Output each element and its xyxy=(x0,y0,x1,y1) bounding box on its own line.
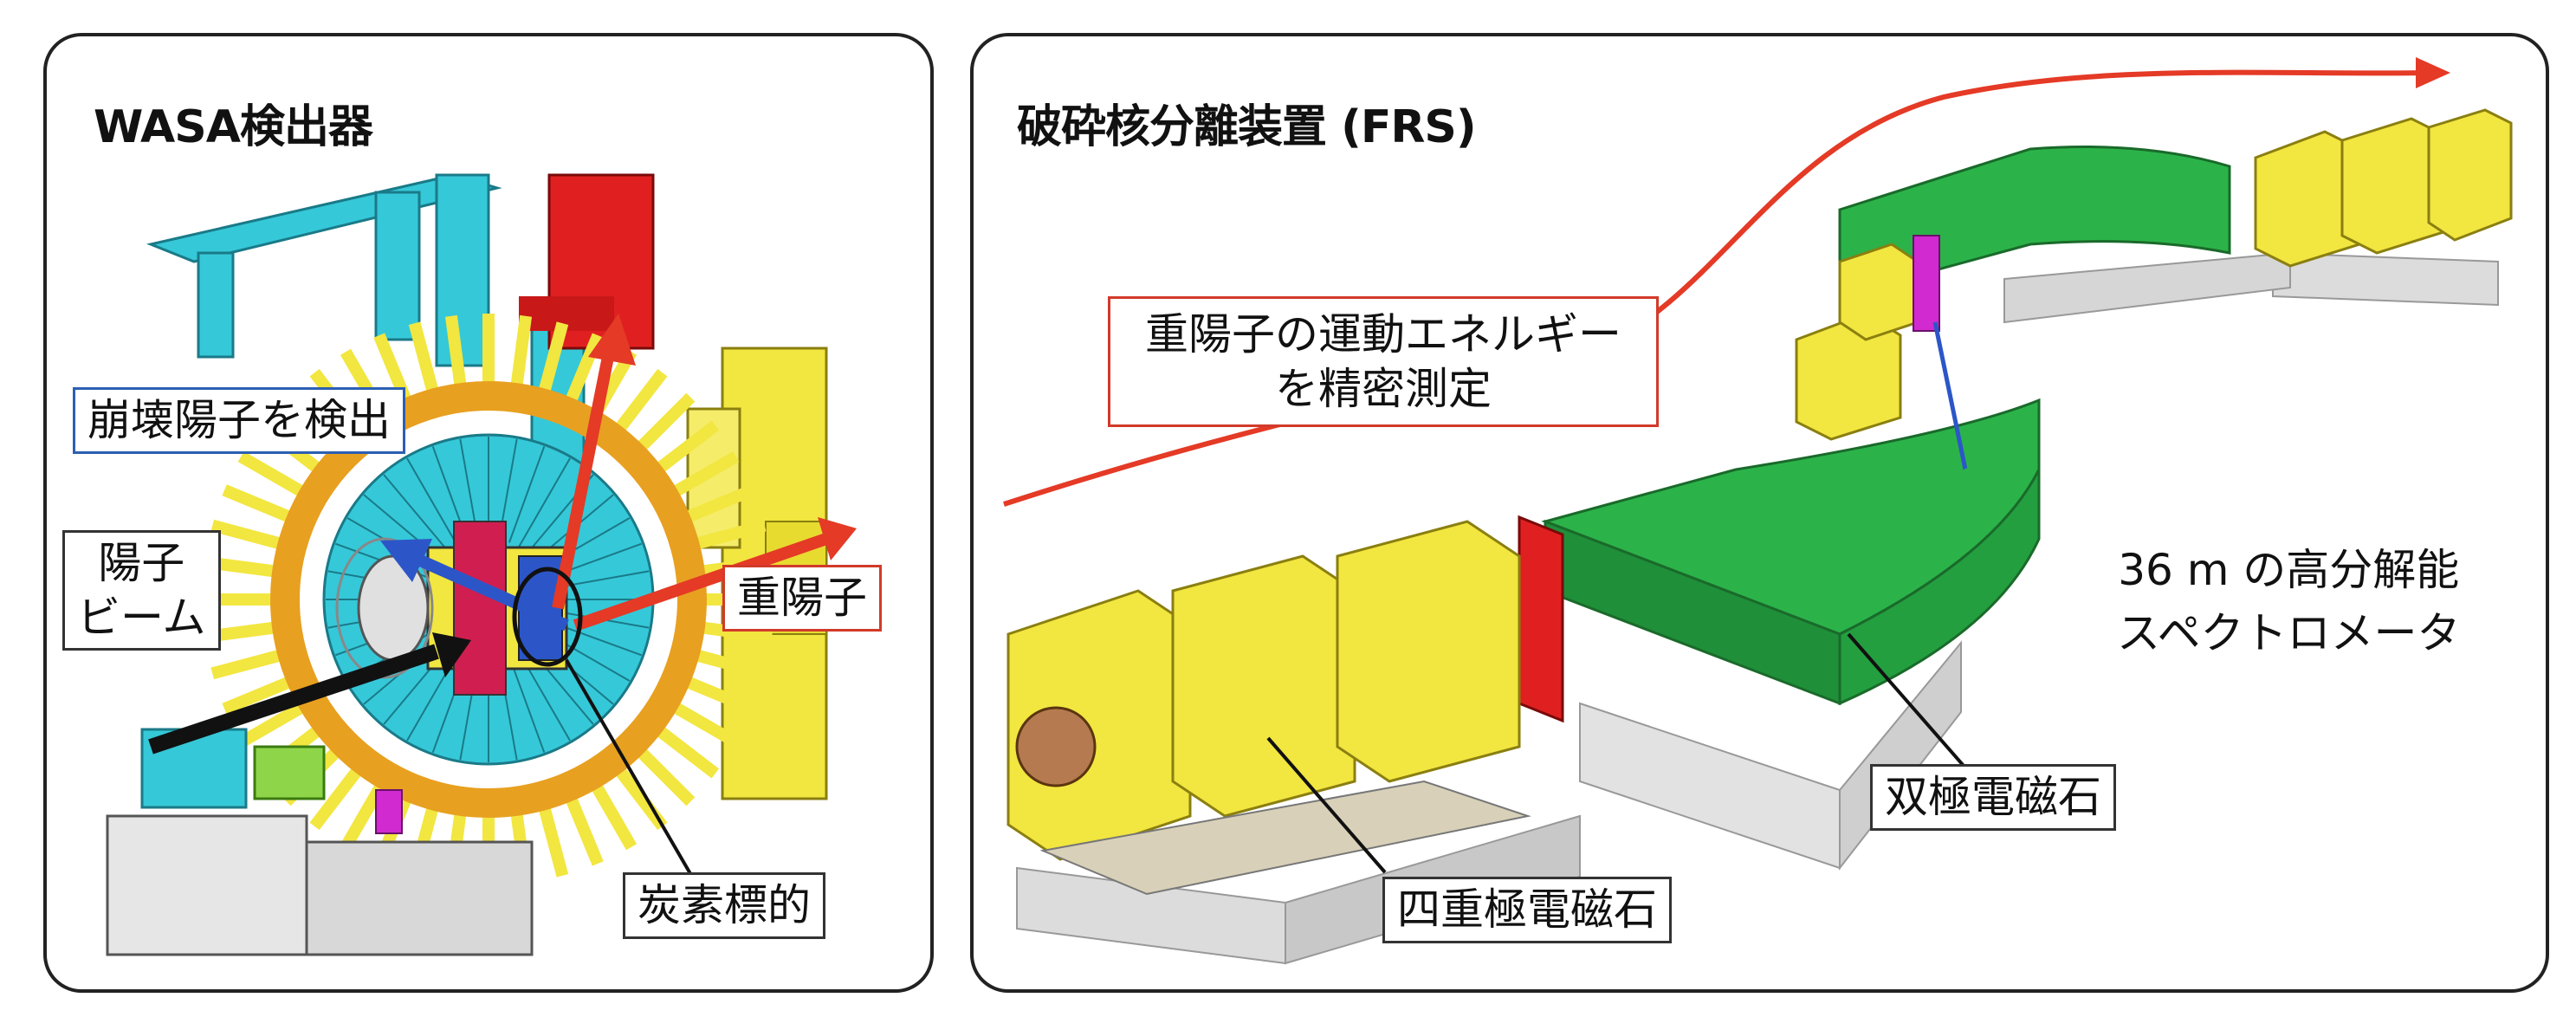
wasa-title: WASA検出器 xyxy=(94,101,373,153)
green-dipole-magnet-large xyxy=(1541,398,2041,706)
crystal-element xyxy=(510,314,533,386)
red-end-cap xyxy=(1518,515,1564,723)
orange-ring xyxy=(270,381,707,818)
carbon-target-label: 炭素標的 xyxy=(623,872,825,939)
crystal-element xyxy=(686,484,755,522)
crystal-element xyxy=(657,726,720,779)
crystal-element xyxy=(686,677,755,715)
crystal-element xyxy=(696,519,767,550)
crystal-element xyxy=(444,314,467,386)
crystal-element xyxy=(222,484,291,522)
crystal-element xyxy=(657,420,720,473)
scintillator-ray xyxy=(508,445,546,543)
crystal-element xyxy=(237,450,304,497)
resolution-line1: 36 m の高分解能 xyxy=(2118,545,2460,595)
crystal-element xyxy=(615,768,668,831)
frs-spectrometer-illustration xyxy=(1003,57,2513,965)
scintillator-ray xyxy=(508,656,546,754)
target-marker-ellipse xyxy=(512,567,583,667)
frs-panel: 破砕核分離装置 (FRS) xyxy=(970,33,2549,993)
wasa-detector-illustration xyxy=(106,173,857,956)
crystal-element xyxy=(340,784,386,851)
crystal-element xyxy=(696,649,767,680)
red-trajectory-arrow xyxy=(1003,57,2450,507)
target-pointer-line xyxy=(565,658,694,878)
quadrupole-magnets-near xyxy=(1006,520,1531,896)
crystal-element xyxy=(309,768,362,831)
crystal-element xyxy=(538,806,569,878)
crystal-element xyxy=(566,797,604,866)
crystal-element xyxy=(591,784,638,851)
energy-measurement-label: 重陽子の運動エネルギー を精密測定 xyxy=(1108,296,1659,427)
central-target-region xyxy=(335,521,568,696)
wasa-panel: WASA検出器 xyxy=(43,33,934,993)
proton-beam-label: 陽子 ビーム xyxy=(62,530,221,651)
dipole-pointer-line xyxy=(1847,632,1971,774)
quadrupole-pointer-line xyxy=(1266,736,1387,874)
crystal-element xyxy=(673,450,740,497)
dipole-magnet-label: 双極電磁石 xyxy=(1870,764,2116,831)
crystal-element xyxy=(673,702,740,748)
crystal-element xyxy=(615,368,668,431)
crystal-element xyxy=(210,649,282,680)
quadrupole-magnets-far xyxy=(1795,108,2513,441)
scintillator-ray xyxy=(406,457,459,547)
energy-line1: 重陽子の運動エネルギー xyxy=(1145,309,1621,360)
proton-beam-line1: 陽子 xyxy=(98,538,185,588)
decay-proton-label: 崩壊陽子を検出 xyxy=(73,387,405,454)
crystal-element xyxy=(408,321,439,392)
scintillator-ray xyxy=(383,474,450,554)
resolution-text: 36 m の高分解能 スペクトロメータ xyxy=(2117,539,2461,664)
crystal-element xyxy=(637,392,696,451)
quadrupole-magnet-label: 四重極電磁石 xyxy=(1382,877,1672,943)
crystal-element xyxy=(237,702,304,748)
resolution-line2: スペクトロメータ xyxy=(2117,607,2461,658)
black-beam-arrow xyxy=(148,632,471,755)
crystal-element xyxy=(222,677,291,715)
beamline-components xyxy=(1913,235,1980,489)
crystal-element xyxy=(637,748,696,806)
frs-title: 破砕核分離装置 (FRS) xyxy=(1017,101,1477,153)
crystal-element xyxy=(538,321,569,392)
proton-beam-line2: ビーム xyxy=(77,592,206,643)
red-top-block xyxy=(519,173,655,350)
scintillator-ray xyxy=(518,457,571,547)
red-deuteron-arrow xyxy=(573,517,857,632)
crystal-element xyxy=(210,519,282,550)
energy-line2: を精密測定 xyxy=(1275,363,1492,414)
red-upward-arrow xyxy=(552,314,636,610)
blue-decay-arrow xyxy=(380,539,569,632)
crystal-element xyxy=(702,621,773,644)
crystal-element xyxy=(566,333,604,402)
deuteron-label: 重陽子 xyxy=(722,565,882,632)
